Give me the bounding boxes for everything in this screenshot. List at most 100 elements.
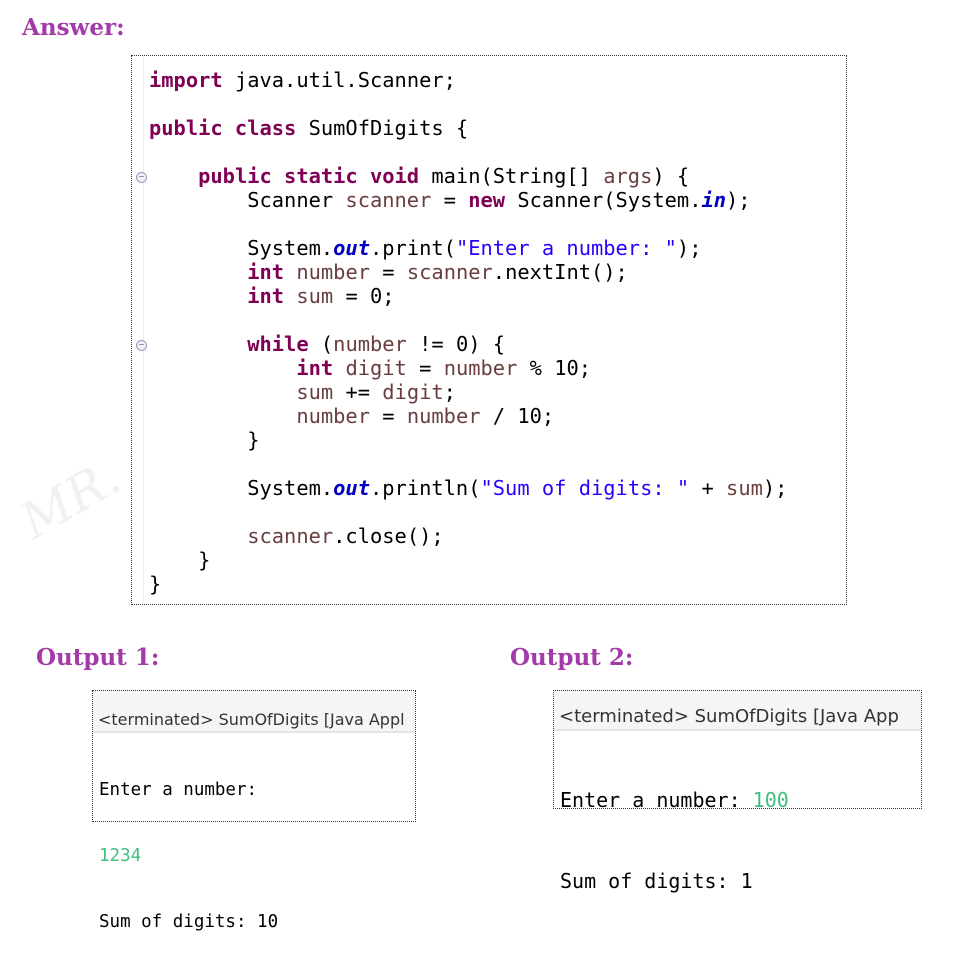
code-token-t: .print( <box>370 236 456 260</box>
code-token-t: / 10; <box>480 404 555 428</box>
code-lines: import java.util.Scanner; public class Su… <box>149 68 787 596</box>
fold-icon[interactable]: − <box>136 172 147 183</box>
code-token-kw: while <box>247 332 309 356</box>
code-token-fld: out <box>333 236 370 260</box>
code-token-kw: int <box>247 284 285 308</box>
code-token-t: != 0) { <box>406 332 506 356</box>
watermark: MR. <box>10 447 131 551</box>
console-prompt: Enter a number: <box>99 780 258 800</box>
code-line <box>149 212 787 236</box>
code-token-t: } <box>149 572 162 596</box>
code-token-t <box>149 164 198 188</box>
code-token-t: } <box>149 548 211 572</box>
code-token-t: ( <box>308 332 334 356</box>
code-line: sum += digit; <box>149 380 787 404</box>
code-token-t: System. <box>149 476 334 500</box>
code-token-t: java.util.Scanner; <box>222 68 456 92</box>
code-line: while (number != 0) { <box>149 332 787 356</box>
console-header: <terminated> SumOfDigits [Java App <box>554 691 921 731</box>
code-token-var: digit <box>382 380 444 404</box>
code-token-t: + <box>689 476 727 500</box>
code-token-var: sum <box>296 284 334 308</box>
code-token-kw: int <box>247 260 285 284</box>
console-header: <terminated> SumOfDigits [Java Appl <box>93 691 415 733</box>
code-token-kw: new <box>468 188 506 212</box>
code-token-t <box>149 332 247 356</box>
code-token-var: digit <box>345 356 407 380</box>
code-token-var: scanner <box>406 260 493 284</box>
console-prompt: Enter a number: <box>560 788 753 812</box>
code-token-fld: out <box>333 476 370 500</box>
code-line: } <box>149 572 787 596</box>
code-token-t: .nextInt(); <box>492 260 628 284</box>
code-token-var: number <box>296 260 371 284</box>
console-input: 1234 <box>99 846 142 866</box>
code-line: public class SumOfDigits { <box>149 116 787 140</box>
code-token-t: = 0; <box>333 284 395 308</box>
code-token-t: main(String[] <box>419 164 604 188</box>
code-token-t: .println( <box>370 476 481 500</box>
code-token-t <box>149 356 296 380</box>
code-token-t: .close(); <box>333 524 444 548</box>
code-line: Scanner scanner = new Scanner(System.in)… <box>149 188 787 212</box>
code-token-t: += <box>333 380 383 404</box>
code-editor: − − import java.util.Scanner; public clas… <box>131 55 847 605</box>
code-token-t: ) { <box>652 164 690 188</box>
console-output-2: <terminated> SumOfDigits [Java App Enter… <box>553 690 922 893</box>
console-result: Sum of digits: 1 <box>560 869 753 893</box>
code-line: int sum = 0; <box>149 284 787 308</box>
code-token-var: scanner <box>247 524 334 548</box>
code-token-t: } <box>149 428 260 452</box>
code-token-kw: public static void <box>198 164 420 188</box>
code-token-t: SumOfDigits { <box>296 116 469 140</box>
code-token-t: Scanner(System. <box>505 188 702 212</box>
code-token-var: sum <box>296 380 334 404</box>
code-token-var: number <box>443 356 518 380</box>
code-line: } <box>149 428 787 452</box>
code-line: number = number / 10; <box>149 404 787 428</box>
code-token-t: ); <box>762 476 788 500</box>
code-line <box>149 452 787 476</box>
code-line <box>149 308 787 332</box>
code-line: } <box>149 548 787 572</box>
output1-heading: Output 1: <box>36 644 160 671</box>
editor-gutter <box>143 56 144 604</box>
code-token-var: scanner <box>345 188 432 212</box>
code-line: System.out.println("Sum of digits: " + s… <box>149 476 787 500</box>
code-token-t <box>149 404 296 428</box>
code-token-str: "Enter a number: " <box>455 236 677 260</box>
code-token-var: args <box>603 164 653 188</box>
code-token-t <box>149 284 247 308</box>
code-line <box>149 500 787 524</box>
code-token-t: ; <box>443 380 456 404</box>
code-token-t <box>149 380 296 404</box>
fold-icon[interactable]: − <box>136 340 147 351</box>
code-line: import java.util.Scanner; <box>149 68 787 92</box>
console-input: 100 <box>752 788 789 812</box>
code-token-str: "Sum of digits: " <box>480 476 690 500</box>
code-line: System.out.print("Enter a number: "); <box>149 236 787 260</box>
console-output-1: <terminated> SumOfDigits [Java Appl Ente… <box>92 690 416 932</box>
output2-heading: Output 2: <box>510 644 634 671</box>
code-token-var: sum <box>726 476 763 500</box>
code-line <box>149 140 787 164</box>
code-token-t: % 10; <box>517 356 592 380</box>
code-token-kw: int <box>296 356 334 380</box>
code-token-t: ); <box>726 188 751 212</box>
code-token-fld: in <box>701 188 727 212</box>
answer-heading: Answer: <box>22 14 125 41</box>
code-token-var: number <box>333 332 407 356</box>
code-line: public static void main(String[] args) { <box>149 164 787 188</box>
code-line: scanner.close(); <box>149 524 787 548</box>
code-token-t <box>284 260 296 284</box>
code-token-var: number <box>296 404 370 428</box>
console-result: Sum of digits: 10 <box>99 912 279 932</box>
code-token-var: number <box>406 404 481 428</box>
code-token-t <box>333 356 345 380</box>
code-token-t: ); <box>676 236 702 260</box>
code-token-t: System. <box>149 236 334 260</box>
code-token-kw: public class <box>149 116 297 140</box>
code-token-t: = <box>431 188 469 212</box>
code-token-t <box>149 260 247 284</box>
code-token-t <box>149 524 247 548</box>
